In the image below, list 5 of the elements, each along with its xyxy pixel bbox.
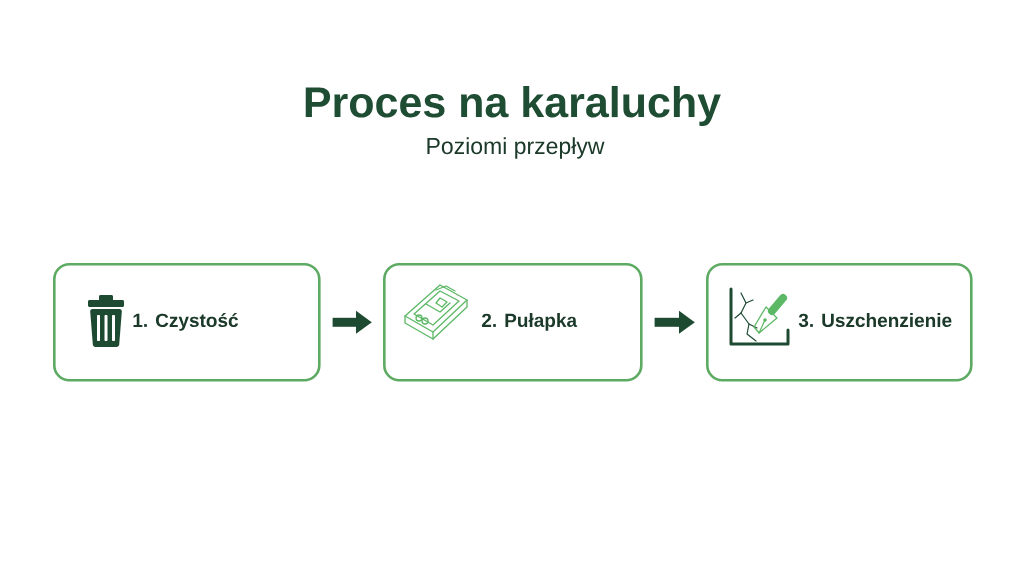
title: Proces na karaluchy <box>305 85 721 127</box>
process-box: 2. Pułapka <box>383 263 643 382</box>
process-box: 1. Czystość <box>53 263 321 382</box>
subtitle: Poziomi przepływ <box>427 137 605 159</box>
process-box: 3. Uszchenzienie <box>706 263 973 382</box>
